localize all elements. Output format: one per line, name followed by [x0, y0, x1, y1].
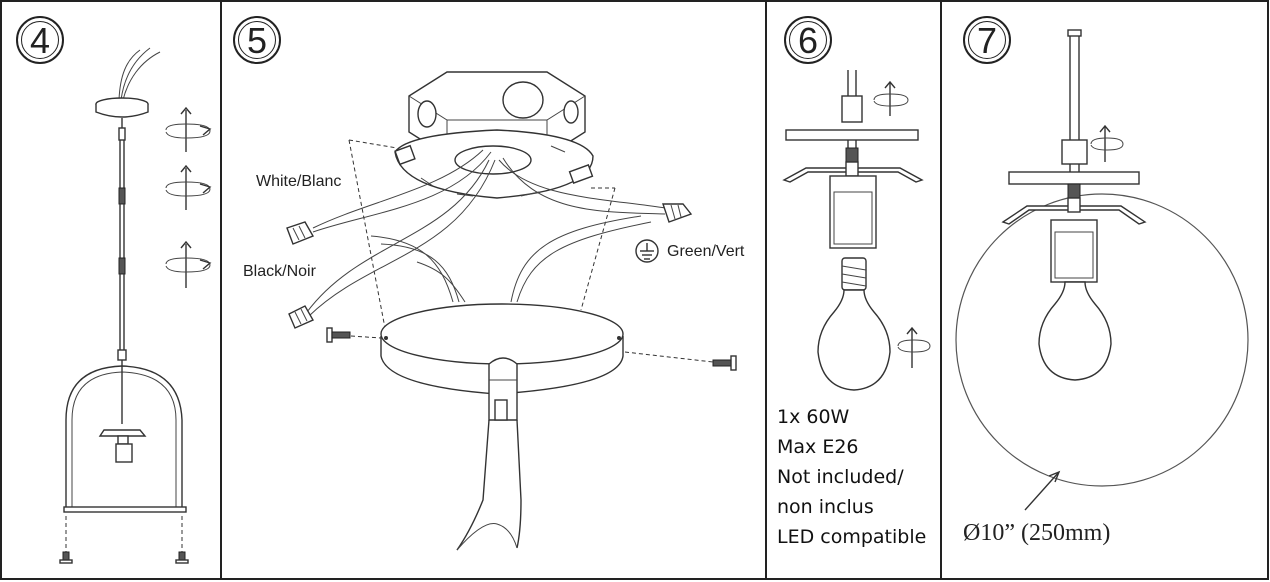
rotate-arrow-icon — [897, 326, 931, 368]
screw-icon — [712, 355, 737, 371]
step-number-7: 7 — [963, 16, 1011, 64]
wire-nut-icon — [288, 305, 314, 329]
junction-box — [394, 71, 594, 199]
step-4-panel: 4 — [0, 0, 221, 580]
step-number-4: 4 — [16, 16, 64, 64]
rotate-arrow-icon — [1090, 124, 1124, 162]
wire-nut-icon — [662, 203, 693, 223]
rotate-arrow-icon — [165, 240, 212, 288]
rotate-arrow-icon — [165, 106, 212, 152]
ground-wire-label: Green/Vert — [667, 243, 745, 260]
glass-globe — [955, 193, 1249, 487]
screw-icon — [175, 551, 189, 564]
screw-icon — [59, 551, 73, 564]
step-5-diagram — [286, 71, 737, 551]
step-6-panel: 6 — [766, 0, 941, 580]
step-number-6: 6 — [784, 16, 832, 64]
spec-line: LED compatible — [777, 526, 927, 548]
black-wire-label: Black/Noir — [243, 263, 316, 280]
screw-icon — [326, 327, 351, 343]
spec-line: 1x 60W — [777, 406, 850, 428]
bulb — [817, 257, 891, 391]
white-wire-label: White/Blanc — [256, 173, 342, 190]
globe-diameter-label: Ø10” (250mm) — [963, 520, 1111, 546]
step-6-diagram — [782, 70, 931, 391]
spec-line: Not included/ — [777, 466, 904, 488]
spec-line: Max E26 — [777, 436, 859, 458]
spec-line: non inclus — [777, 496, 874, 518]
ground-icon — [635, 239, 659, 263]
step-4-diagram — [59, 47, 212, 564]
wire-nut-icon — [286, 221, 315, 245]
bulb-spec: 1x 60W Max E26 Not included/ non inclus … — [777, 402, 926, 552]
step-5-panel: 5 — [221, 0, 766, 580]
step-7-diagram — [955, 29, 1249, 511]
step-7-panel: 7 — [941, 0, 1268, 580]
rotate-arrow-icon — [873, 80, 909, 116]
step-number-5: 5 — [233, 16, 281, 64]
rotate-arrow-icon — [165, 164, 212, 210]
